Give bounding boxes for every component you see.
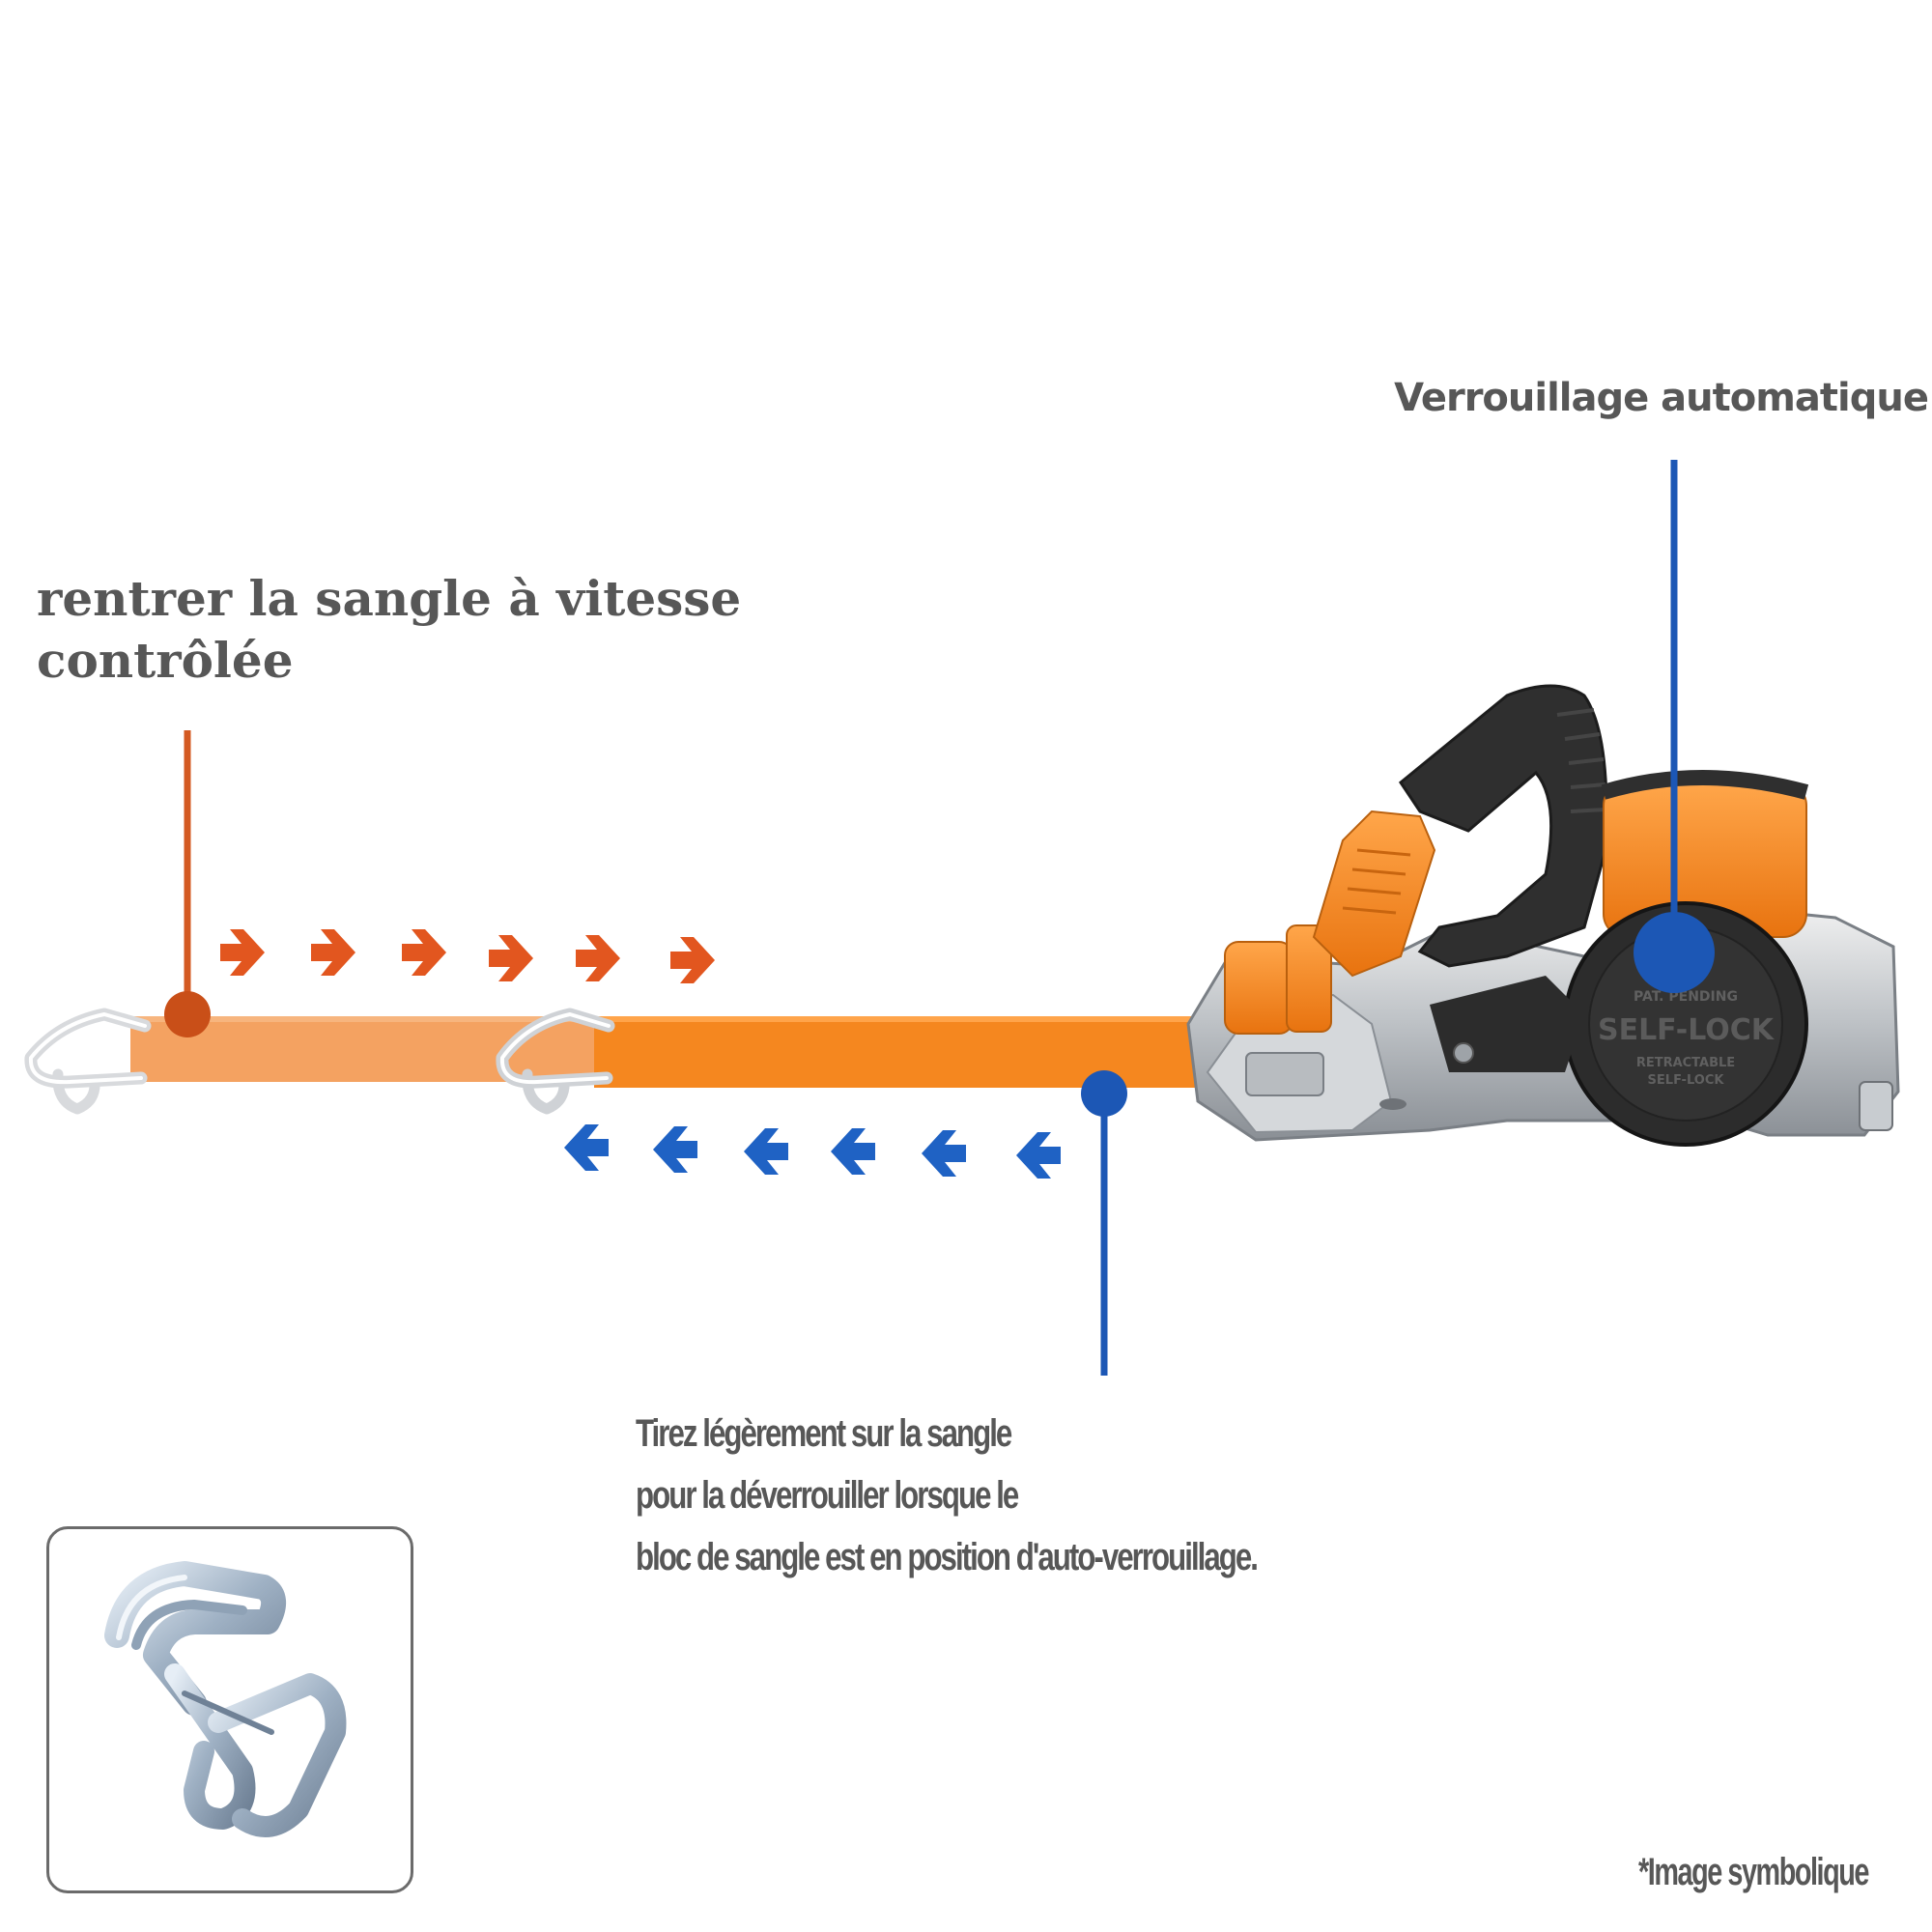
- device-marking-top: PAT. PENDING: [1634, 989, 1738, 1005]
- retract-speed-label: rentrer la sangle à vitesse contrôlée: [37, 570, 742, 689]
- double-j-hook-icon: [24, 1008, 152, 1115]
- pull-unlock-line-3: bloc de sangle est en position d'auto-ve…: [636, 1536, 1259, 1578]
- arrow-right-icon: [670, 937, 715, 983]
- pull-unlock-label: Tirez légèrement sur la sangle pour la d…: [636, 1403, 1259, 1588]
- arrow-right-icon: [576, 935, 620, 981]
- arrow-left-icon: [744, 1128, 788, 1175]
- arrow-right-icon: [220, 929, 265, 976]
- pull-unlock-line-2: pour la déverrouiller lorsque le: [636, 1474, 1019, 1517]
- device-marking-line1: RETRACTABLE: [1636, 1056, 1735, 1070]
- double-j-hook-icon: [496, 1008, 615, 1115]
- retractable-ratchet-icon: PAT. PENDING SELF-LOCK RETRACTABLE SELF-…: [1186, 684, 1900, 1147]
- image-symbolic-note: *Image symbolique: [1638, 1851, 1869, 1893]
- pull-direction-arrows: [564, 1124, 1061, 1179]
- autolock-callout-dot: [1634, 912, 1715, 993]
- arrow-left-icon: [564, 1124, 609, 1171]
- autolock-label: Verrouillage automatique: [1394, 376, 1929, 420]
- orange-callout-dot: [164, 991, 211, 1037]
- device-marking-main: SELF-LOCK: [1598, 1013, 1776, 1047]
- arrow-left-icon: [831, 1128, 875, 1175]
- pull-callout-dot: [1081, 1070, 1127, 1117]
- hook-detail-inset: [46, 1526, 413, 1893]
- double-j-hook-icon: [104, 1561, 347, 1837]
- arrow-right-icon: [489, 935, 533, 981]
- arrow-left-icon: [922, 1130, 966, 1177]
- arrow-left-icon: [1016, 1132, 1061, 1179]
- device-marking-line2: SELF-LOCK: [1648, 1073, 1725, 1088]
- arrow-right-icon: [402, 929, 446, 976]
- arrow-left-icon: [653, 1126, 697, 1173]
- retract-direction-arrows: [220, 929, 715, 983]
- arrow-right-icon: [311, 929, 355, 976]
- pull-unlock-line-1: Tirez légèrement sur la sangle: [636, 1412, 1012, 1455]
